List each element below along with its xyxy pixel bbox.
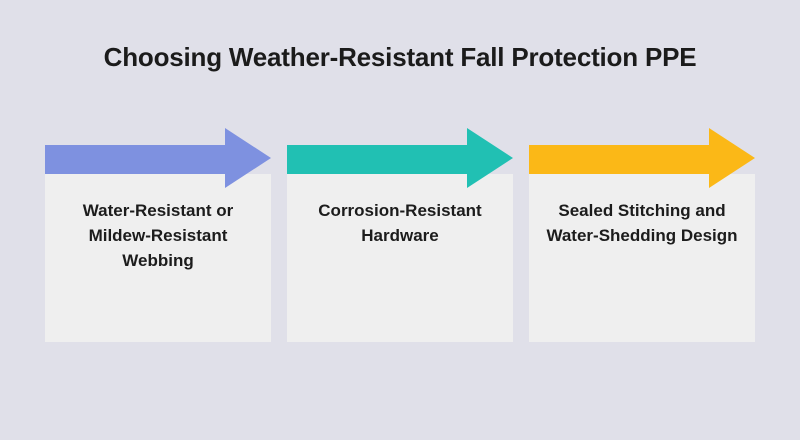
step-card: Water-Resistant or Mildew-Resistant Webb…: [45, 174, 271, 342]
step-label: Corrosion-Resistant Hardware: [318, 201, 482, 245]
arrow-right-shape: [529, 128, 755, 188]
arrow-right-shape: [287, 128, 513, 188]
step-label: Water-Resistant or Mildew-Resistant Webb…: [82, 201, 234, 270]
arrow-right-shape: [45, 128, 271, 188]
arrow-right-icon: [45, 128, 271, 188]
infographic-canvas: Choosing Weather-Resistant Fall Protecti…: [0, 40, 800, 342]
arrow-right-icon: [287, 128, 513, 188]
flow-step-webbing: Water-Resistant or Mildew-Resistant Webb…: [45, 128, 271, 342]
flow-step-hardware: Corrosion-Resistant Hardware: [287, 128, 513, 342]
step-card: Corrosion-Resistant Hardware: [287, 174, 513, 342]
step-label: Sealed Stitching and Water-Shedding Desi…: [546, 201, 738, 245]
process-flow: Water-Resistant or Mildew-Resistant Webb…: [45, 128, 755, 342]
diagram-title: Choosing Weather-Resistant Fall Protecti…: [103, 42, 697, 72]
arrow-right-icon: [529, 128, 755, 188]
step-card: Sealed Stitching and Water-Shedding Desi…: [529, 174, 755, 342]
flow-step-stitching: Sealed Stitching and Water-Shedding Desi…: [529, 128, 755, 342]
